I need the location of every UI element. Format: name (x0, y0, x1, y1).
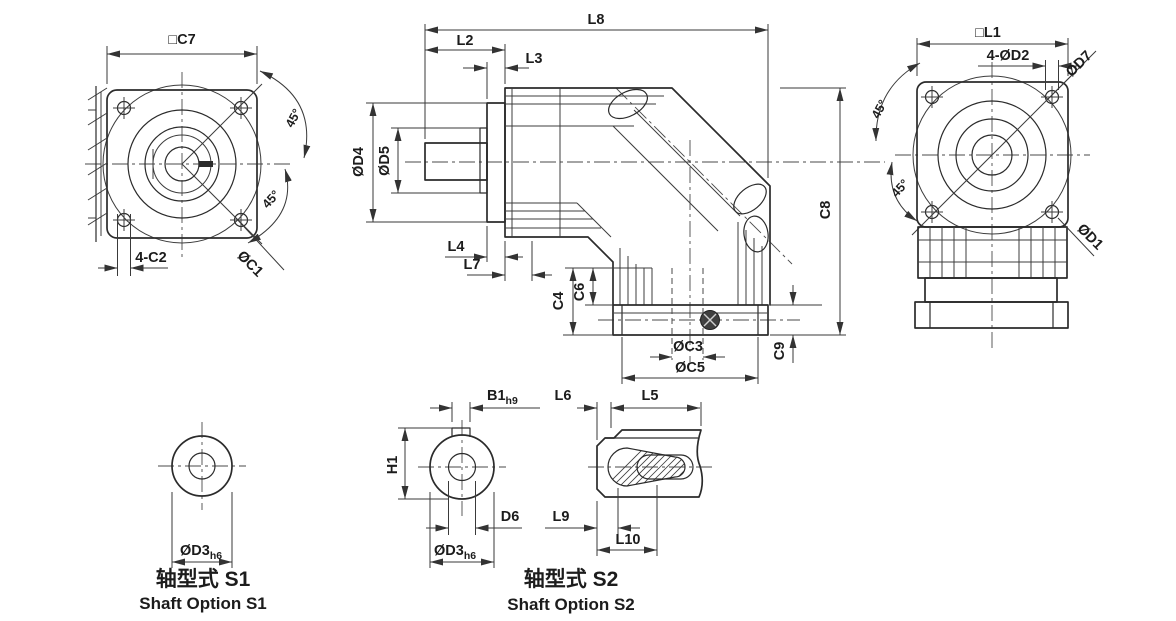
dim-label-c6: C6 (572, 283, 588, 302)
angle-label-bottom-right-view: 45° (889, 177, 912, 200)
dim-l3: L3 (463, 51, 542, 99)
dim-label-c4: C4 (551, 292, 567, 311)
bolt-hole-ticks-output (921, 86, 1063, 223)
dim-l10: L10 (597, 485, 658, 556)
dim-d6: D6 (426, 481, 522, 535)
dim-l4: L4 (445, 226, 523, 281)
dim-l6-l5: L6 L5 (555, 388, 702, 440)
dim-label-l5: L5 (642, 388, 659, 404)
view-shaft-option-s1: ØD3h6 轴型式 S1 Shaft Option S1 (139, 422, 267, 613)
key-slot-outer (607, 447, 686, 487)
dim-c7: □C7 (106, 32, 258, 84)
dim-label-l8: L8 (588, 12, 605, 28)
dim-label-b1: B1h9 (487, 388, 518, 407)
view-front-output-flange: □L1 4-ØD2 ØD7 ØD1 45° 45° (869, 25, 1106, 348)
dim-h1: H1 (385, 427, 452, 500)
dim-d3-s1: ØD3h6 (171, 492, 233, 568)
dim-angles-right: 45° 45° (869, 62, 921, 222)
dim-label-d6: D6 (501, 509, 520, 525)
shaft-side-outline (596, 429, 704, 498)
view-shaft-option-s2: B1h9 H1 D6 ØD3h6 (385, 388, 712, 614)
dim-d2: 4-ØD2 (978, 48, 1077, 90)
output-column-ribs (565, 222, 763, 305)
dim-c6: C6 (572, 268, 613, 306)
angle-label-top-left-view: 45° (283, 106, 304, 129)
dim-label-d1: ØD1 (1074, 221, 1106, 253)
dim-l7: L7 (464, 241, 552, 281)
dim-label-c5: ØC5 (675, 360, 705, 376)
angle-label-bottom-left-view: 45° (260, 188, 283, 211)
dim-label-l3: L3 (526, 51, 543, 67)
dim-label-c9: C9 (772, 342, 788, 361)
caption-s1-en: Shaft Option S1 (139, 594, 267, 613)
dim-d4: ØD4 (351, 102, 487, 223)
dim-label-l7: L7 (464, 257, 481, 273)
dim-label-c3: ØC3 (673, 339, 703, 355)
dim-label-c8: C8 (818, 201, 834, 220)
dim-d7: ØD7 (1047, 48, 1097, 100)
dim-label-l1: □L1 (975, 25, 1001, 41)
dim-b1: B1h9 (430, 388, 540, 422)
dim-c4: C4 (551, 268, 613, 336)
caption-s2-en: Shaft Option S2 (507, 595, 635, 614)
dim-label-d2: 4-ØD2 (987, 48, 1030, 64)
caption-s2-cn: 轴型式 S2 (524, 567, 619, 591)
flange-screw (700, 310, 720, 330)
dim-c3: ØC3 (650, 339, 725, 361)
dim-label-l10: L10 (616, 532, 641, 548)
dim-c2: 4-C2 (98, 214, 168, 276)
dim-c5: ØC5 (621, 337, 759, 384)
angle-label-top-right-view: 45° (869, 97, 890, 120)
view-side-gearbox: L8 L2 L3 ØD4 ØD5 (351, 12, 885, 384)
dim-d5: ØD5 (377, 127, 480, 194)
dim-d3-s2: ØD3h6 (429, 492, 495, 568)
dim-label-l2: L2 (457, 33, 474, 49)
dim-label-c2: 4-C2 (135, 250, 166, 266)
clamp-slot (199, 161, 213, 167)
key-slot-inner (636, 454, 694, 480)
dim-label-l4: L4 (448, 239, 465, 255)
dim-label-d4: ØD4 (351, 147, 367, 177)
view-front-input-flange: □C7 4-C2 ØC1 45° 45° (85, 32, 311, 280)
output-body-ribs (918, 227, 1067, 278)
dim-label-l9: L9 (553, 509, 570, 525)
dim-l2: L2 (425, 33, 506, 84)
dim-label-c1: ØC1 (234, 248, 266, 280)
dim-label-c7: □C7 (168, 32, 195, 48)
housing-openings (608, 88, 769, 253)
body-rib-lines (505, 95, 741, 238)
dim-label-d3-s2: ØD3h6 (434, 543, 476, 562)
dim-c9: C9 (770, 285, 822, 363)
dim-label-d5: ØD5 (377, 146, 393, 176)
dim-c8: C8 (770, 87, 846, 336)
dim-label-h1: H1 (385, 456, 401, 475)
keyway-profile (451, 427, 471, 437)
dim-l8: L8 (424, 12, 769, 178)
motor-interface-break (87, 86, 108, 242)
dim-label-l6: L6 (555, 388, 572, 404)
caption-s1-cn: 轴型式 S1 (156, 567, 251, 591)
dim-label-d3-s1: ØD3h6 (180, 543, 222, 562)
